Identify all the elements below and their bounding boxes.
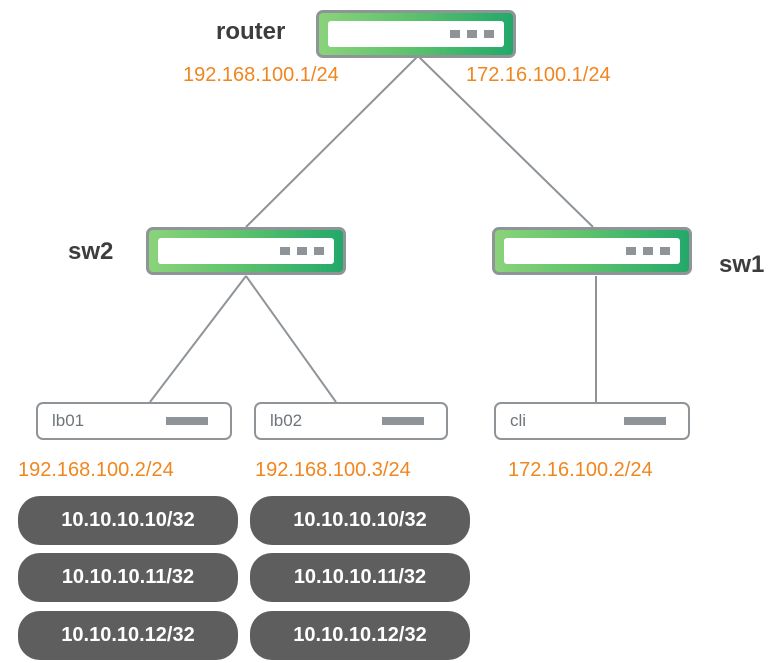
- lb01-name: lb01: [52, 411, 85, 430]
- router-face: [328, 21, 504, 47]
- sw1-switch-icon[interactable]: [492, 227, 692, 275]
- lb02-vip-3: 10.10.10.12/32: [250, 611, 470, 660]
- lb01-vip-1: 10.10.10.10/32: [18, 496, 238, 545]
- lb02-vip-2: 10.10.10.11/32: [250, 553, 470, 602]
- sw2-ports-icon: [280, 247, 324, 255]
- router-switch-icon[interactable]: [316, 10, 516, 58]
- router-label: router: [216, 18, 286, 45]
- router-ip-left: 192.168.100.1/24: [183, 64, 339, 86]
- cli-name: cli: [510, 411, 527, 430]
- lb01-vip-3: 10.10.10.12/32: [18, 611, 238, 660]
- link-sw2-lb02: [245, 275, 337, 403]
- router-ip-right: 172.16.100.1/24: [466, 64, 611, 86]
- sw2-switch-icon[interactable]: [146, 227, 346, 275]
- lb02-ip: 192.168.100.3/24: [255, 459, 411, 481]
- router-ports-icon: [450, 30, 494, 38]
- sw2-face: [158, 238, 334, 264]
- lb01-server-icon[interactable]: lb01: [36, 402, 232, 440]
- link-router-sw2: [245, 55, 419, 228]
- lb01-indicator: [166, 417, 208, 425]
- sw1-label: sw1: [719, 251, 765, 278]
- sw1-face: [504, 238, 680, 264]
- lb02-server-icon[interactable]: lb02: [254, 402, 448, 440]
- sw1-ports-icon: [626, 247, 670, 255]
- cli-ip: 172.16.100.2/24: [508, 459, 653, 481]
- link-router-sw1: [417, 55, 594, 228]
- link-sw2-lb01: [149, 275, 247, 403]
- lb02-indicator: [382, 417, 424, 425]
- lb02-vip-1: 10.10.10.10/32: [250, 496, 470, 545]
- lb01-ip: 192.168.100.2/24: [18, 459, 174, 481]
- sw2-label: sw2: [68, 238, 114, 265]
- lb01-vip-2: 10.10.10.11/32: [18, 553, 238, 602]
- cli-indicator: [624, 417, 666, 425]
- cli-server-icon[interactable]: cli: [494, 402, 690, 440]
- lb02-name: lb02: [270, 411, 303, 430]
